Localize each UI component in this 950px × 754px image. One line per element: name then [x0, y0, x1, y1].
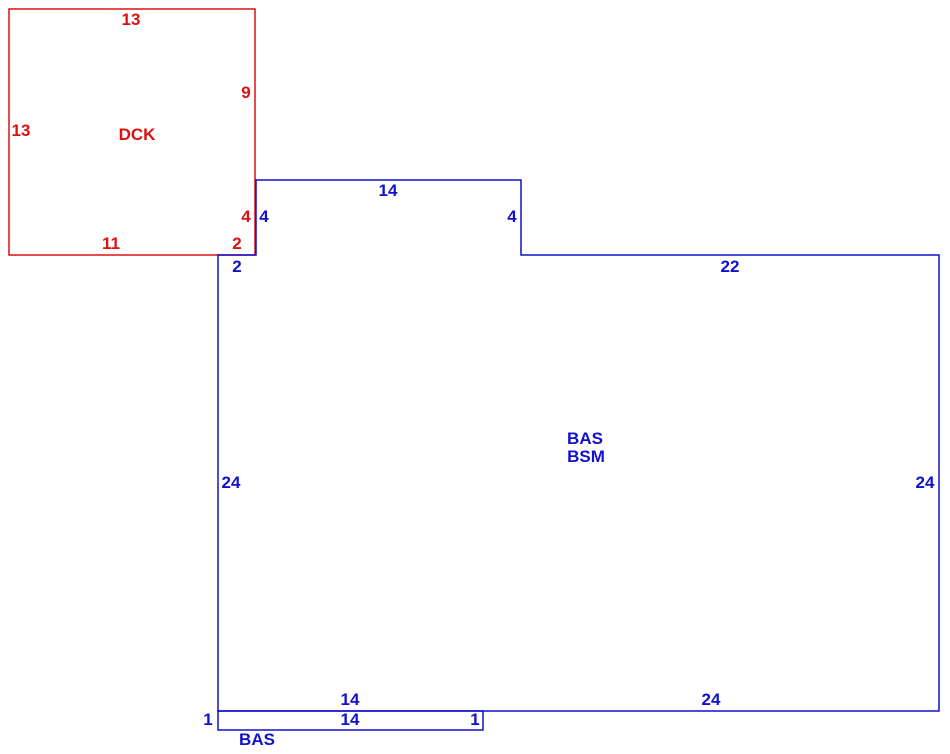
bumpout-dim-top: 14: [341, 710, 360, 729]
main-dim-bottom-right: 24: [702, 690, 721, 709]
deck-dim-left: 13: [12, 121, 31, 140]
main-dim-top-right: 22: [721, 257, 740, 276]
bumpout-dim-right: 1: [470, 710, 479, 729]
bumpout-area-label: BAS: [239, 730, 275, 749]
bumpout-outline: [217, 710, 484, 731]
main-dim-bottom-left: 14: [341, 690, 360, 709]
main-dim-top-step: 14: [379, 181, 398, 200]
main-area-label-2: BSM: [567, 447, 605, 466]
deck-dim-top: 13: [122, 10, 141, 29]
deck-dim-right-lower: 4: [241, 207, 251, 226]
deck-area-label: DCK: [119, 125, 157, 144]
bumpout-dim-left: 1: [203, 710, 212, 729]
main-dim-right: 24: [916, 473, 935, 492]
main-dim-step-left: 4: [259, 207, 269, 226]
main-dim-left-short: 2: [232, 257, 241, 276]
deck-dim-bottom-right: 2: [232, 234, 241, 253]
main-dim-left: 24: [222, 473, 241, 492]
main-outline: [217, 179, 940, 712]
deck-dim-bottom: 11: [102, 234, 120, 253]
deck-dim-right-upper: 9: [241, 83, 250, 102]
main-area-label-1: BAS: [567, 429, 603, 448]
main-dim-step-right: 4: [507, 207, 517, 226]
